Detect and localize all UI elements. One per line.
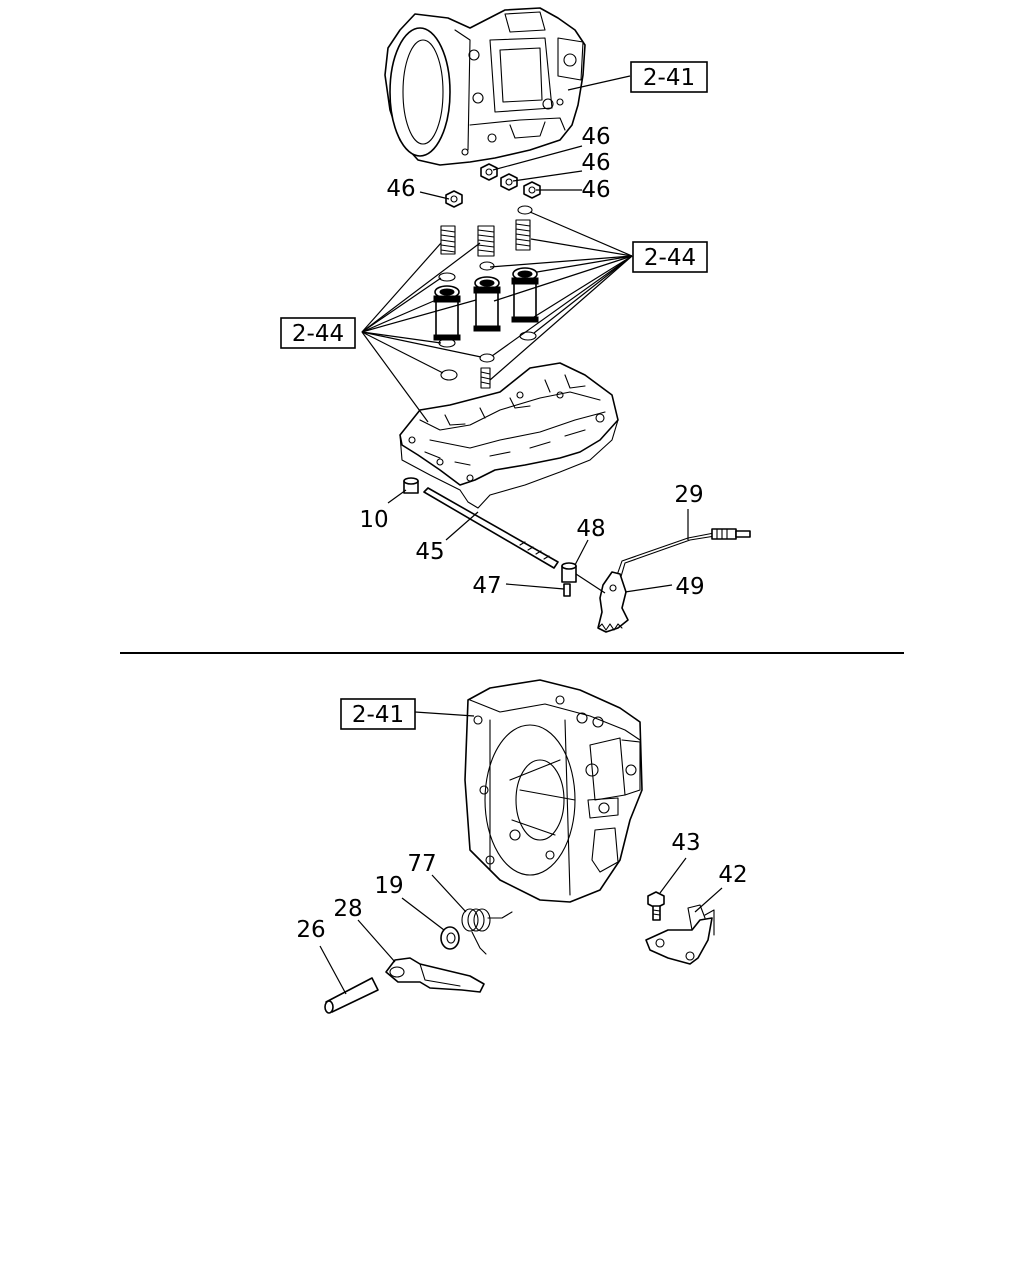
leader-lines-top	[361, 75, 689, 594]
piston-middle	[473, 276, 501, 332]
nut-46-a	[480, 163, 498, 181]
callout-45: 45	[415, 539, 444, 565]
svg-text:2-41: 2-41	[352, 702, 404, 728]
transmission-housing-bottom	[464, 679, 643, 903]
spring-77	[461, 908, 513, 955]
pin-26	[324, 977, 379, 1014]
nut-46-d	[445, 190, 463, 208]
spring-left	[440, 225, 456, 255]
callout-46-a: 46	[581, 124, 610, 150]
detent-plate-49	[597, 571, 629, 633]
bracket-42	[645, 904, 715, 965]
ref-box-2-44-right: 2-44	[632, 241, 708, 273]
small-spring-lower	[480, 367, 491, 389]
pin-47	[563, 583, 571, 597]
callout-49: 49	[675, 574, 704, 600]
callout-47: 47	[472, 573, 501, 599]
callout-26: 26	[296, 917, 325, 943]
svg-text:2-44: 2-44	[644, 245, 696, 271]
shaft-45	[423, 487, 559, 569]
leader-lines-bottom	[319, 711, 723, 995]
transmission-housing-top	[384, 7, 586, 166]
ref-box-2-41-bottom: 2-41	[340, 698, 416, 730]
spring-right	[515, 219, 531, 251]
lever-28	[385, 957, 485, 993]
callout-46-d: 46	[386, 176, 415, 202]
callout-19: 19	[374, 873, 403, 899]
nut-46-b	[500, 173, 518, 191]
spring-middle	[477, 225, 495, 257]
callout-28: 28	[333, 896, 362, 922]
svg-text:2-41: 2-41	[643, 65, 695, 91]
callout-46-b: 46	[581, 150, 610, 176]
piston-right	[511, 267, 539, 323]
callout-42: 42	[718, 862, 747, 888]
callout-43: 43	[671, 830, 700, 856]
rod-29	[615, 528, 751, 581]
valve-body	[399, 362, 619, 509]
collar-48	[561, 562, 577, 583]
callout-77: 77	[407, 851, 436, 877]
bushing-10	[403, 477, 419, 494]
piston-left	[433, 285, 461, 341]
callout-29: 29	[674, 482, 703, 508]
callout-46-c: 46	[581, 177, 610, 203]
bolt-43	[647, 891, 665, 921]
ref-box-2-41-top: 2-41	[630, 61, 708, 93]
washer-19	[440, 926, 460, 950]
svg-text:2-44: 2-44	[292, 321, 344, 347]
callout-10: 10	[359, 507, 388, 533]
nut-46-c	[523, 181, 541, 199]
ref-box-2-44-left: 2-44	[280, 317, 356, 349]
callout-48: 48	[576, 516, 605, 542]
